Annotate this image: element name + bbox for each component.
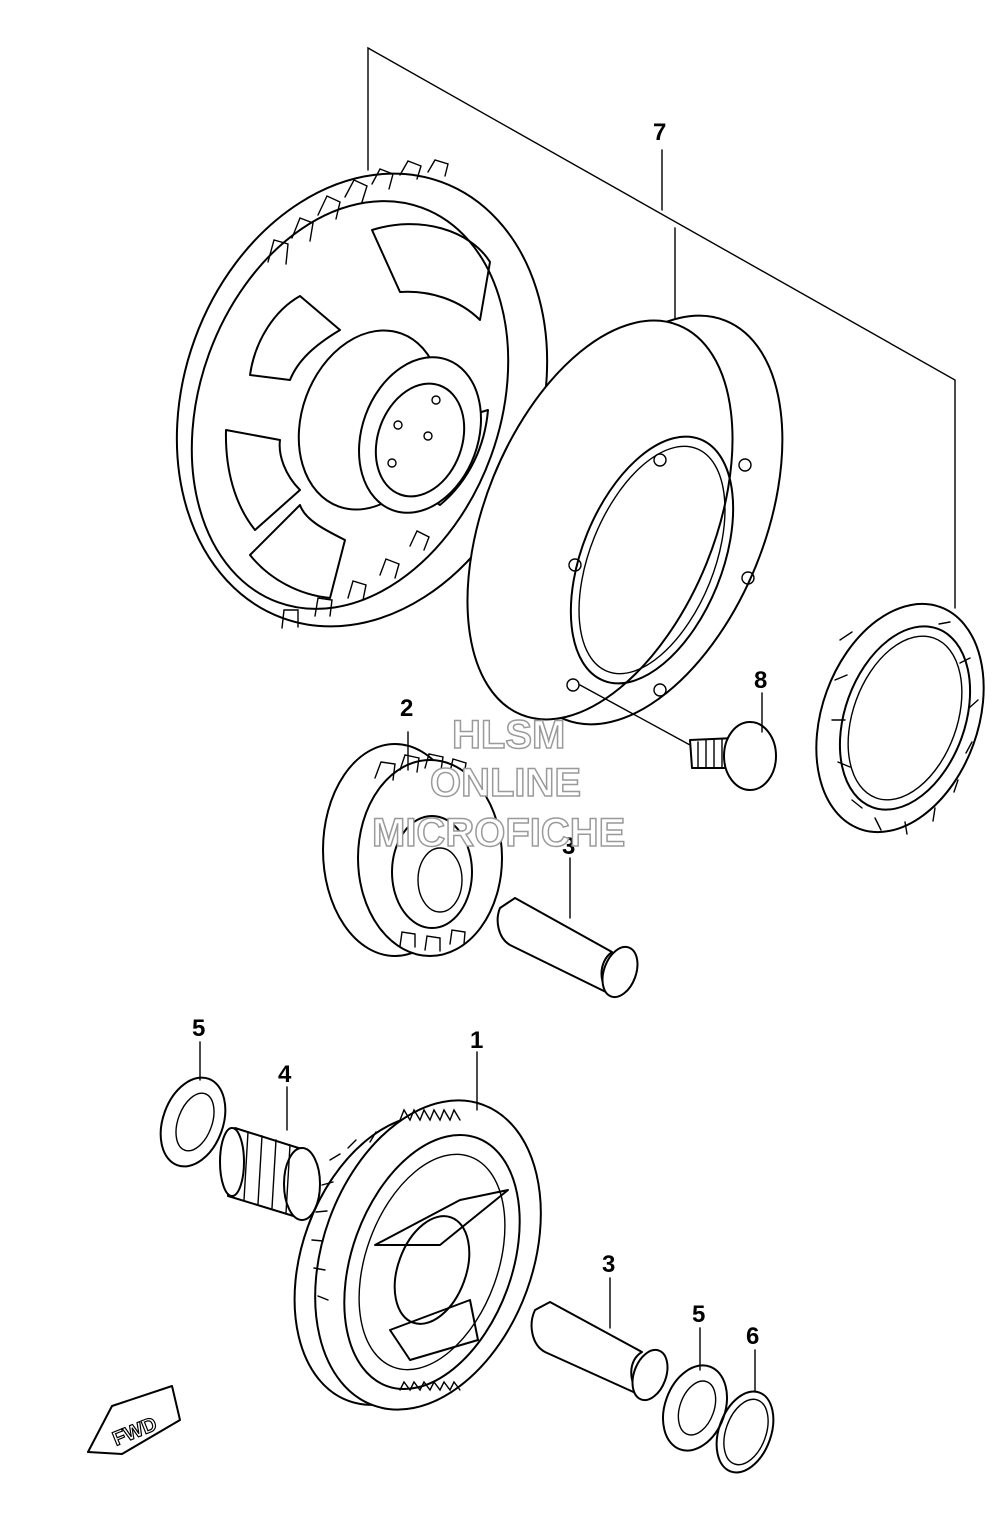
bolt (579, 684, 777, 791)
needle-bearing (219, 1086, 321, 1221)
callout-labels: 7 8 2 3 5 4 1 3 5 6 (192, 119, 767, 1350)
idle-gear (322, 731, 503, 957)
callout-1: 1 (470, 1027, 483, 1054)
circlip (715, 1349, 775, 1474)
fwd-arrow-icon: FWD (87, 1385, 181, 1455)
reduction-gear (293, 1051, 542, 1411)
watermark-line-2: ONLINE (430, 761, 581, 805)
callout-7: 7 (653, 119, 666, 146)
callout-3-lower: 3 (602, 1251, 615, 1278)
shaft-lower (530, 1277, 669, 1402)
one-way-clutch (815, 602, 985, 835)
watermark-line-1: HLSM (452, 713, 565, 757)
callout-6: 6 (746, 1323, 759, 1350)
shaft-upper (496, 857, 639, 999)
callout-5-left: 5 (192, 1015, 205, 1042)
callout-3-upper: 3 (562, 833, 575, 860)
callout-2: 2 (400, 695, 413, 722)
washer-right (662, 1327, 728, 1452)
watermark-line-3: MICROFICHE (372, 811, 625, 855)
washer-left (159, 1041, 227, 1168)
callout-4: 4 (278, 1061, 292, 1088)
callout-5-right: 5 (692, 1301, 705, 1328)
callout-8: 8 (754, 667, 767, 694)
watermark: HLSM ONLINE MICROFICHE (371, 712, 626, 856)
clutch-housing (466, 314, 784, 726)
